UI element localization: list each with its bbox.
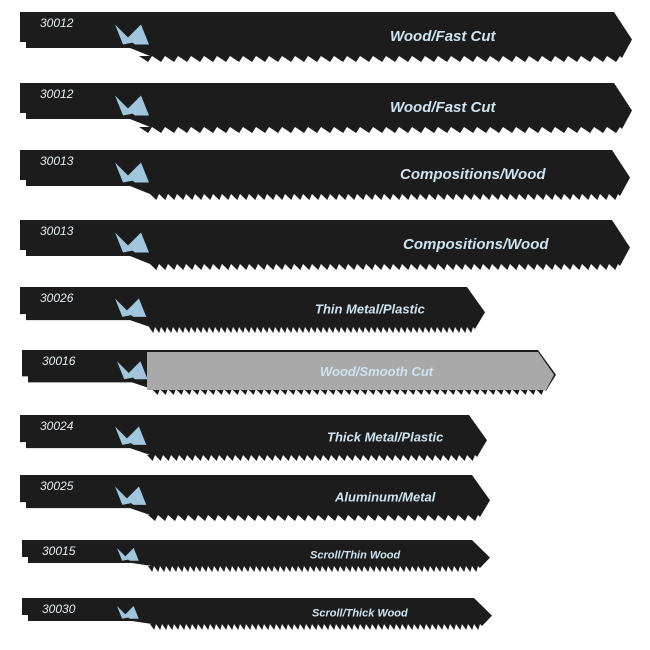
blade-label: Thin Metal/Plastic (315, 302, 426, 317)
blade-code: 30024 (40, 419, 74, 433)
blade-code: 30012 (40, 16, 74, 30)
brand-logo-icon (115, 426, 147, 445)
blade-label: Scroll/Thick Wood (312, 608, 408, 620)
blade-body (20, 83, 632, 133)
blade-code: 30013 (40, 154, 74, 168)
blade-label: Compositions/Wood (403, 236, 549, 253)
blade-label: Aluminum/Metal (334, 490, 436, 505)
blade-body (20, 220, 630, 270)
brand-logo-icon (115, 486, 147, 505)
blade-body (20, 12, 632, 62)
brand-logo-icon (115, 24, 149, 45)
brand-logo-icon (115, 232, 149, 253)
blade-code: 30012 (40, 87, 74, 101)
brand-logo-icon (115, 162, 149, 183)
blade-body (20, 150, 630, 200)
blade-code: 30016 (42, 354, 76, 368)
jigsaw-blade: 30030 Scroll/Thick Wood (22, 598, 492, 630)
blade-body (20, 415, 487, 461)
brand-logo-icon (117, 606, 139, 619)
brand-logo-icon (115, 298, 147, 317)
blade-code: 30026 (40, 291, 74, 305)
blade-label: Compositions/Wood (400, 166, 546, 183)
blade-label: Scroll/Thin Wood (310, 550, 401, 562)
blade-label: Wood/Fast Cut (390, 28, 497, 45)
blade-code: 30015 (42, 544, 76, 558)
brand-logo-icon (117, 361, 148, 380)
brand-logo-icon (115, 95, 149, 116)
blade-label: Wood/Fast Cut (390, 99, 497, 116)
blade-label: Thick Metal/Plastic (327, 430, 444, 445)
blade-body (20, 287, 485, 333)
blade-code: 30013 (40, 224, 74, 238)
blade-body (22, 598, 492, 630)
brand-logo-icon (117, 548, 139, 561)
jigsaw-blade: 30015 Scroll/Thin Wood (22, 540, 490, 572)
blade-body (22, 540, 490, 572)
blade-silver-section (147, 352, 554, 390)
blade-body (20, 475, 490, 521)
blade-code: 30030 (42, 602, 76, 616)
blade-code: 30025 (40, 479, 74, 493)
blade-label: Wood/Smooth Cut (320, 364, 434, 379)
